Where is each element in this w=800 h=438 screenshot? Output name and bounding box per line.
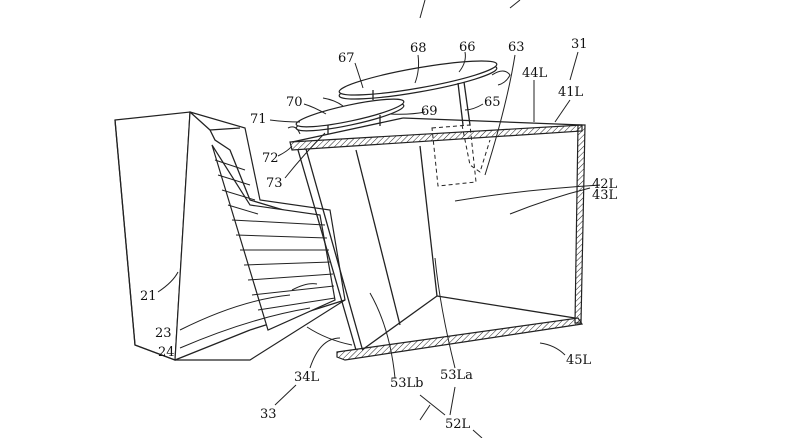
label-72: 72 [262, 151, 279, 166]
reference-labels: 67 68 66 63 31 44L 41L 70 65 69 71 72 73… [140, 37, 618, 432]
label-43L: 43L [592, 188, 618, 203]
airflow-arrows [287, 0, 601, 438]
leader-lines [157, 51, 591, 416]
label-71: 71 [250, 112, 267, 127]
label-67: 67 [338, 51, 355, 66]
label-33: 33 [260, 407, 277, 422]
fins [214, 159, 336, 311]
label-69: 69 [421, 104, 438, 119]
label-70: 70 [286, 95, 303, 110]
label-21: 21 [140, 289, 157, 304]
label-44L: 44L [522, 66, 548, 81]
label-34L: 34L [294, 370, 320, 385]
label-23: 23 [155, 326, 172, 341]
label-66: 66 [459, 40, 476, 55]
fan-assembly [295, 60, 498, 134]
label-42L: 42L [592, 177, 618, 192]
label-65: 65 [484, 95, 501, 110]
label-68: 68 [410, 41, 427, 56]
label-31: 31 [571, 37, 588, 52]
label-24: 24 [158, 345, 175, 360]
heat-exchanger-block [114, 111, 346, 361]
label-73: 73 [266, 176, 283, 191]
label-52L: 52L [445, 417, 471, 432]
label-63: 63 [508, 40, 525, 55]
label-53La: 53La [440, 368, 473, 383]
label-41L: 41L [558, 85, 584, 100]
label-53Lb: 53Lb [390, 376, 424, 391]
label-45L: 45L [566, 353, 592, 368]
